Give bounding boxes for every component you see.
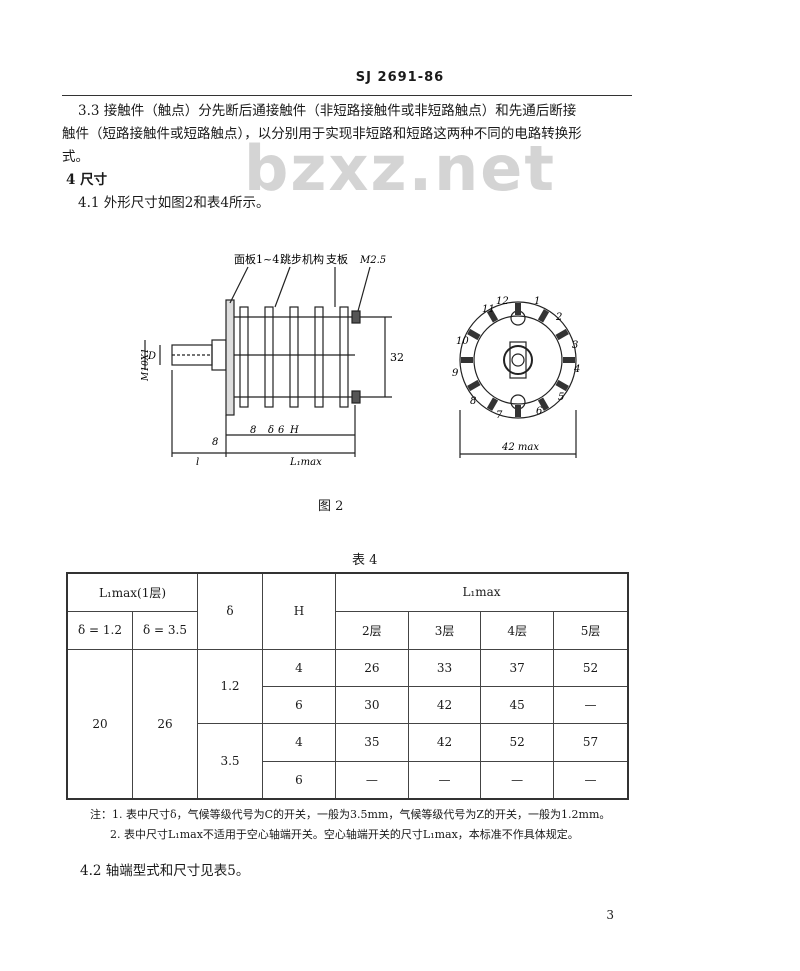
pin-1: 1 [534,296,540,307]
label-lmax: L₁max [289,457,322,468]
table-cell: 42 [407,685,482,724]
contact-tab [563,357,575,363]
label-screw: M2.5 [359,255,386,266]
header-layer-5: 5层 [553,610,629,650]
cell-delta-b: 3.5 [197,722,263,800]
header-h: H [262,572,336,650]
pin-2: 2 [555,312,562,323]
table-cell: 52 [553,648,629,687]
paragraph-4-2: 4.2 轴端型式和尺寸见表5。 [80,863,250,879]
figure-caption: 图 2 [318,499,344,514]
cell-l1-delta-1-2: 20 [66,648,133,800]
note-1: 注：1. 表中尺寸δ，气候等级代号为C的开关，一般为3.5mm，气候等级代号为Z… [90,808,611,821]
pin-8: 8 [470,396,476,407]
table-title: 表 4 [352,553,378,568]
label-bracket: 支板 [326,252,348,266]
table-cell: 33 [407,648,482,687]
header-delta: δ [197,572,263,650]
contact-tab [461,357,473,363]
contact-tab [467,379,481,392]
table-cell: 52 [480,722,555,762]
contact-tab [486,309,499,323]
contact-tab [555,379,569,392]
pin-3: 3 [572,340,578,351]
contact-tab [486,397,499,411]
contact-tab [537,397,550,411]
header-delta-1-2: δ = 1.2 [66,610,133,650]
table-cell: — [553,685,629,724]
label-dim-42: 42 max [501,442,539,453]
watermark: bzxz.net [244,132,556,205]
table-cell: 57 [553,722,629,762]
header-l1-1layer: L₁max(1层) [66,572,198,612]
paragraph-3-3-line3: 式。 [62,149,89,165]
contact-tab [515,303,521,315]
pin-4: 4 [573,364,580,375]
label-dim-6: 6 [278,425,285,436]
table-cell: 42 [407,722,482,762]
header-rule [62,95,632,96]
pin-5: 5 [558,392,564,403]
label-dim-8b: 8 [250,425,256,436]
pin-12: 12 [496,296,509,307]
table-cell: 45 [480,685,555,724]
document-header: SJ 2691-86 [355,70,445,85]
table-cell: — [407,760,482,800]
header-layer-3: 3层 [407,610,482,650]
header-layer-4: 4层 [480,610,555,650]
label-mechanism: 跳步机构 [280,252,324,266]
label-dim-32: 32 [390,351,404,364]
pin-6: 6 [536,406,543,417]
table-cell: 26 [335,648,409,687]
header-l1max: L₁max [335,572,629,612]
note-2: 2. 表中尺寸L₁max不适用于空心轴端开关。空心轴端开关的尺寸L₁max，本标… [110,828,579,841]
cell-l1-delta-3-5: 26 [132,648,198,800]
cell-h: 4 [262,722,336,762]
pin-7: 7 [496,410,503,421]
table-cell: 35 [335,722,409,762]
pin-10: 10 [456,336,469,347]
label-l: l [196,457,199,468]
table-cell: — [553,760,629,800]
table-cell: — [480,760,555,800]
table-cell: 37 [480,648,555,687]
contact-tab [515,405,521,417]
figure-2-side-view: 面板1~4 跳步机构 支板 M2.5 32 D M10X1 8 8 δ 6 H … [141,252,404,468]
cell-h: 6 [262,760,336,800]
section-4-heading: 4 尺寸 [66,172,108,188]
label-delta: δ [268,425,274,436]
pin-9: 9 [452,368,459,379]
paragraph-4-1: 4.1 外形尺寸如图2和表4所示。 [78,195,270,211]
cell-delta-a: 1.2 [197,648,263,724]
label-thread: M10X1 [141,348,151,382]
cell-h: 6 [262,685,336,724]
table-4: L₁max(1层) δ H L₁max δ = 1.2 δ = 3.5 2层 3… [66,572,629,800]
pin-11: 11 [482,304,495,315]
table-cell: 30 [335,685,409,724]
label-panel: 面板1~4 [234,252,279,266]
figure-2-front-view: 12 11 10 9 8 7 6 5 4 3 2 1 42 max [452,296,580,458]
header-layer-2: 2层 [335,610,409,650]
table-cell: — [335,760,409,800]
label-d: D [147,351,156,362]
contact-tab [467,328,481,341]
cell-h: 4 [262,648,336,687]
page-number: 3 [606,908,614,922]
header-delta-3-5: δ = 3.5 [132,610,198,650]
contact-tab [555,328,569,341]
label-dim-8a: 8 [212,437,218,448]
label-h: H [289,425,299,436]
contact-tab [537,309,550,323]
paragraph-3-3-line2: 触件（短路接触件或短路触点），以分别用于实现非短路和短路这两种不同的电路转换形 [62,126,582,142]
paragraph-3-3-line1: 3.3 接触件（触点）分先断后通接触件（非短路接触件或非短路触点）和先通后断接 [78,103,577,119]
